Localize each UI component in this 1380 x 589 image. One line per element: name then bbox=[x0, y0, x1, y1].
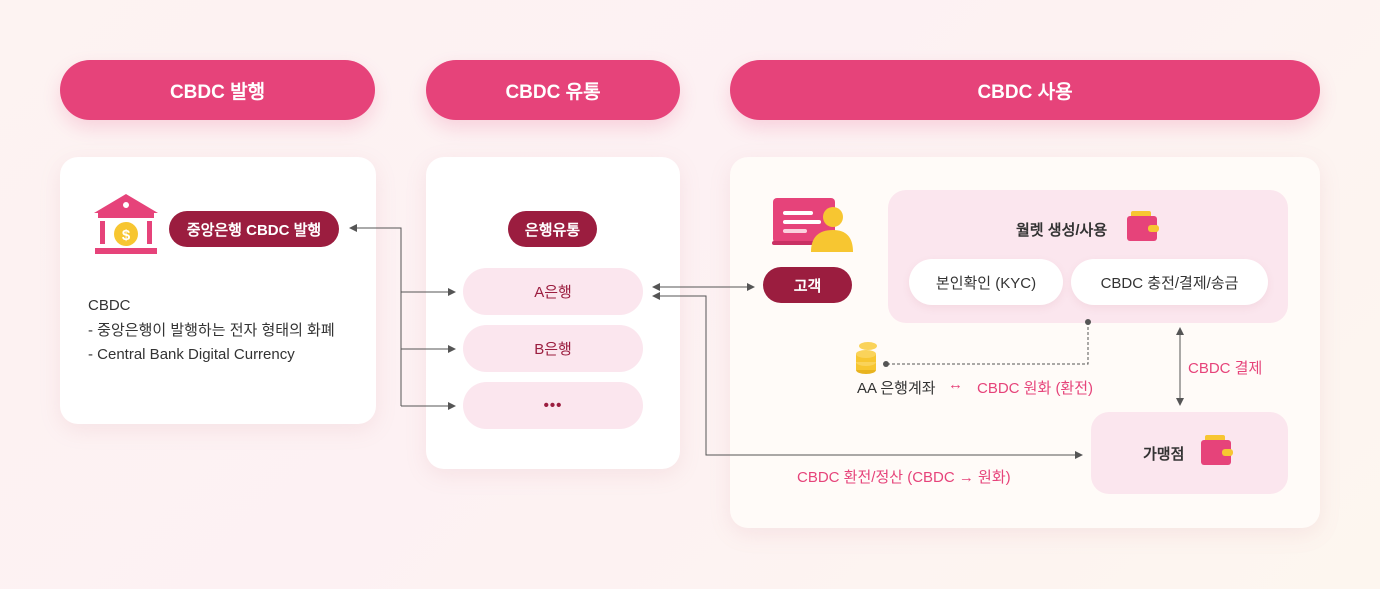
header-cbdc-use: CBDC 사용 bbox=[730, 60, 1320, 120]
settlement-label: CBDC 환전/정산 (CBDC → 원화) bbox=[797, 469, 1011, 486]
bank-a-pill: A은행 bbox=[463, 268, 643, 315]
merchant-wallet-icon bbox=[1201, 435, 1233, 465]
issue-to-banks-connector bbox=[349, 224, 456, 410]
settlement-connector bbox=[652, 292, 1083, 459]
merchant-label: 가맹점 bbox=[1143, 446, 1185, 463]
svg-text:$: $ bbox=[122, 227, 131, 244]
wallet-actions-pill: CBDC 충전/결제/송금 bbox=[1071, 259, 1268, 305]
central-bank-issue-badge: 중앙은행 CBDC 발행 bbox=[169, 211, 339, 247]
wallet-icon bbox=[1127, 211, 1159, 241]
header-cbdc-circulation: CBDC 유통 bbox=[426, 60, 680, 120]
bank-more-pill: ••• bbox=[463, 382, 643, 429]
merchant-panel bbox=[1091, 412, 1288, 494]
customer-card-icon bbox=[772, 198, 853, 252]
bank-coin-icon: $ bbox=[94, 194, 158, 254]
issue-card bbox=[60, 157, 376, 424]
bank-b-pill: B은행 bbox=[463, 325, 643, 372]
cbdc-description: CBDC - 중앙은행이 발행하는 전자 형태의 화폐 - Central Ba… bbox=[88, 294, 335, 368]
desc-title: CBDC bbox=[88, 297, 131, 314]
payment-label: CBDC 결제 bbox=[1188, 360, 1263, 377]
wallet-account-dashed-connector bbox=[883, 319, 1091, 367]
desc-line-1: - 중앙은행이 발행하는 전자 형태의 화폐 bbox=[88, 321, 335, 339]
wallet-title: 월렛 생성/사용 bbox=[1016, 222, 1108, 239]
bank-circulation-badge: 은행유통 bbox=[508, 211, 597, 247]
header-cbdc-issue: CBDC 발행 bbox=[60, 60, 375, 120]
desc-line-2: - Central Bank Digital Currency bbox=[88, 346, 295, 363]
